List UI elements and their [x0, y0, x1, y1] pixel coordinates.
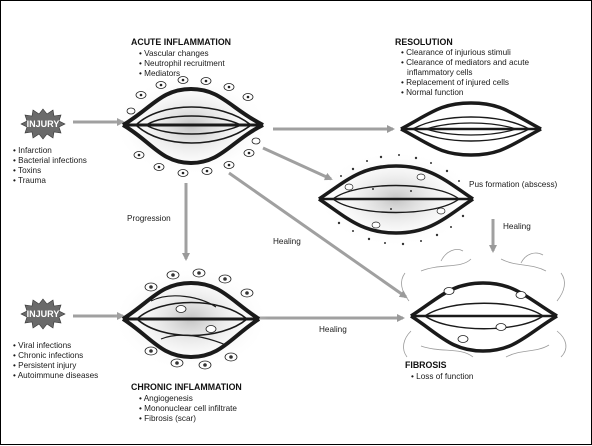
injury-label-top: INJURY — [27, 119, 60, 129]
injury-star-bottom: INJURY — [20, 298, 66, 330]
chronic-item: • Fibrosis (scar) — [139, 414, 196, 423]
chronic-item: • Mononuclear cell infiltrate — [139, 404, 237, 413]
arrow-acute-to-fibrosis — [228, 171, 408, 299]
injury-bottom-list: • Viral infections • Chronic infections … — [13, 341, 98, 380]
injury-cause: • Chronic infections — [13, 351, 83, 360]
healing-right-label: Healing — [503, 222, 531, 231]
healing-diagonal-label: Healing — [273, 237, 301, 246]
injury-label-bottom: INJURY — [27, 309, 60, 319]
fibrosis-title: FIBROSIS — [405, 360, 447, 370]
chronic-text: CHRONIC INFLAMMATION • Angiogenesis • Mo… — [131, 382, 242, 423]
resolution-item: • Normal function — [401, 88, 464, 97]
progression-label: Progression — [127, 214, 171, 223]
resolution-title: RESOLUTION — [395, 37, 453, 47]
resolution-vessel-drawing — [400, 101, 542, 157]
resolution-item: • Clearance of injurious stimuli — [401, 48, 511, 57]
chronic-vessel-drawing — [113, 267, 269, 371]
resolution-item: inflammatory cells — [407, 68, 473, 77]
resolution-item: • Replacement of injured cells — [401, 78, 509, 87]
injury-top-list: • Infarction • Bacterial infections • To… — [13, 146, 87, 185]
arrow-acute-to-abscess — [262, 146, 333, 181]
arrows — [73, 118, 497, 322]
acute-vessel-drawing — [113, 76, 269, 177]
healing-bottom-label: Healing — [319, 325, 347, 334]
acute-title: ACUTE INFLAMMATION — [131, 37, 231, 47]
star-burst-icon — [20, 108, 66, 140]
fibrosis-vessel-drawing — [401, 249, 567, 358]
acute-text: ACUTE INFLAMMATION • Vascular changes • … — [131, 37, 231, 78]
acute-item: • Neutrophil recruitment — [139, 59, 225, 68]
injury-cause: • Bacterial infections — [13, 156, 87, 165]
resolution-item: • Clearance of mediators and acute — [401, 58, 529, 67]
fibrosis-item: • Loss of function — [411, 372, 474, 381]
star-burst-icon — [20, 298, 66, 330]
acute-item: • Mediators — [139, 69, 180, 78]
fibrosis-text: FIBROSIS • Loss of function — [405, 360, 474, 381]
injury-star-top: INJURY — [20, 108, 66, 140]
injury-cause: • Viral infections — [13, 341, 71, 350]
acute-item: • Vascular changes — [139, 49, 209, 58]
chronic-item: • Angiogenesis — [139, 394, 193, 403]
abscess-label: Pus formation (abscess) — [469, 180, 558, 189]
chronic-title: CHRONIC INFLAMMATION — [131, 382, 242, 392]
abscess-vessel-drawing — [318, 151, 474, 247]
injury-cause: • Infarction — [13, 146, 52, 155]
injury-cause: • Persistent injury — [13, 361, 77, 370]
injury-cause: • Autoimmune diseases — [13, 371, 98, 380]
injury-cause: • Trauma — [13, 176, 46, 185]
resolution-text: RESOLUTION • Clearance of injurious stim… — [395, 37, 529, 97]
injury-cause: • Toxins — [13, 166, 41, 175]
